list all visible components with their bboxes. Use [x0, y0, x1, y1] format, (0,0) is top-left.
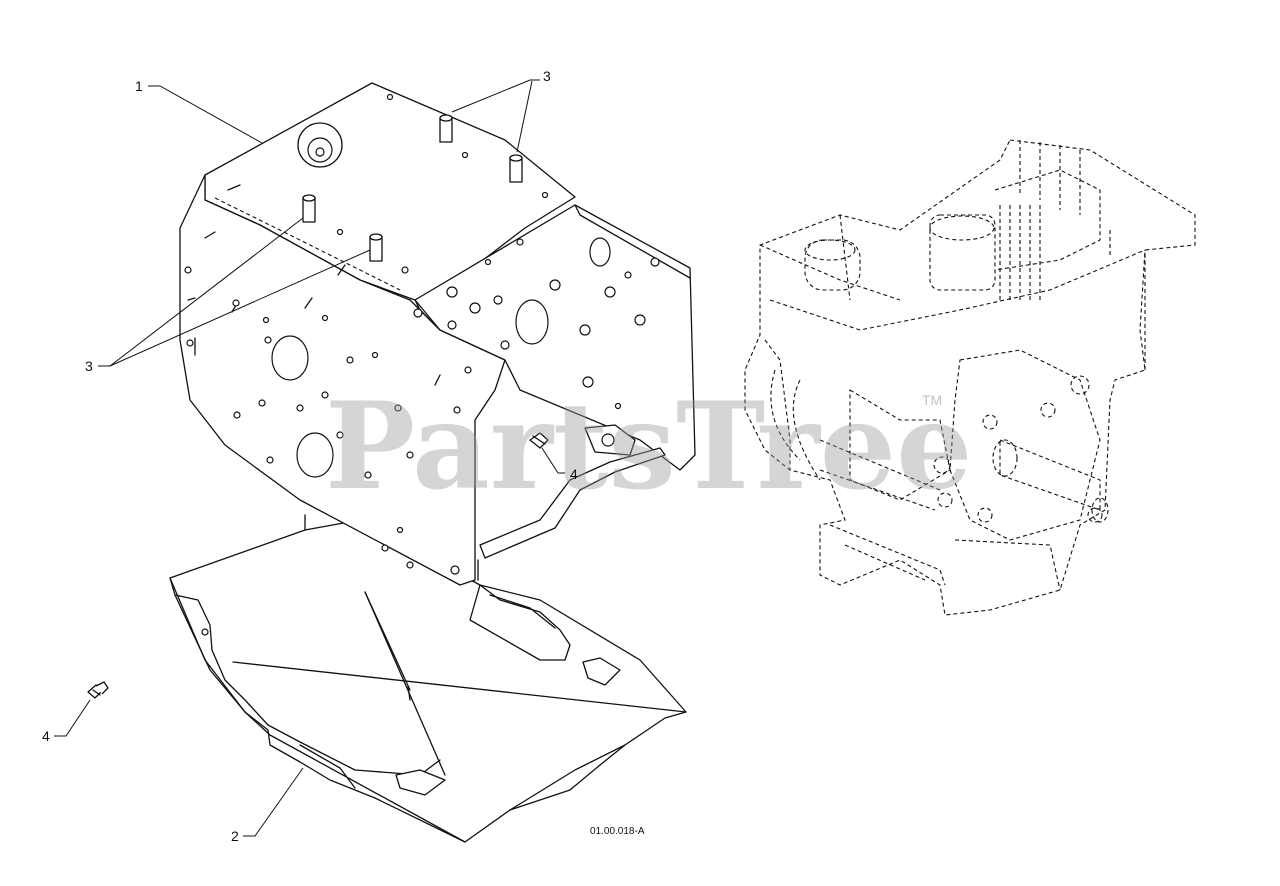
- callout-1: 1: [135, 78, 263, 144]
- callout-3-left: 3: [85, 217, 371, 374]
- callout-label-3-top: 3: [543, 68, 551, 84]
- callout-4-left: 4: [42, 699, 91, 744]
- loose-screw: [87, 681, 109, 699]
- callout-3-top: 3: [451, 68, 551, 153]
- chassis-frame: [179, 82, 696, 586]
- watermark-trademark: TM: [922, 392, 942, 408]
- callout-label-2: 2: [231, 828, 239, 844]
- parts-tree-watermark: PartsTree TM: [325, 376, 972, 517]
- bottom-plate: [169, 514, 687, 843]
- screw: [529, 432, 549, 449]
- engine-outline: [744, 139, 1196, 616]
- callout-label-1: 1: [135, 78, 143, 94]
- callout-2: 2: [231, 767, 304, 844]
- callout-label-4-right: 4: [570, 466, 578, 482]
- watermark-text: PartsTree: [325, 376, 972, 517]
- callout-label-4-left: 4: [42, 728, 50, 744]
- diagram-reference-code: 01.00.018-A: [590, 826, 645, 837]
- callout-label-3-left: 3: [85, 358, 93, 374]
- stud-bolt: [302, 114, 523, 262]
- callout-4-right: 4: [541, 447, 578, 482]
